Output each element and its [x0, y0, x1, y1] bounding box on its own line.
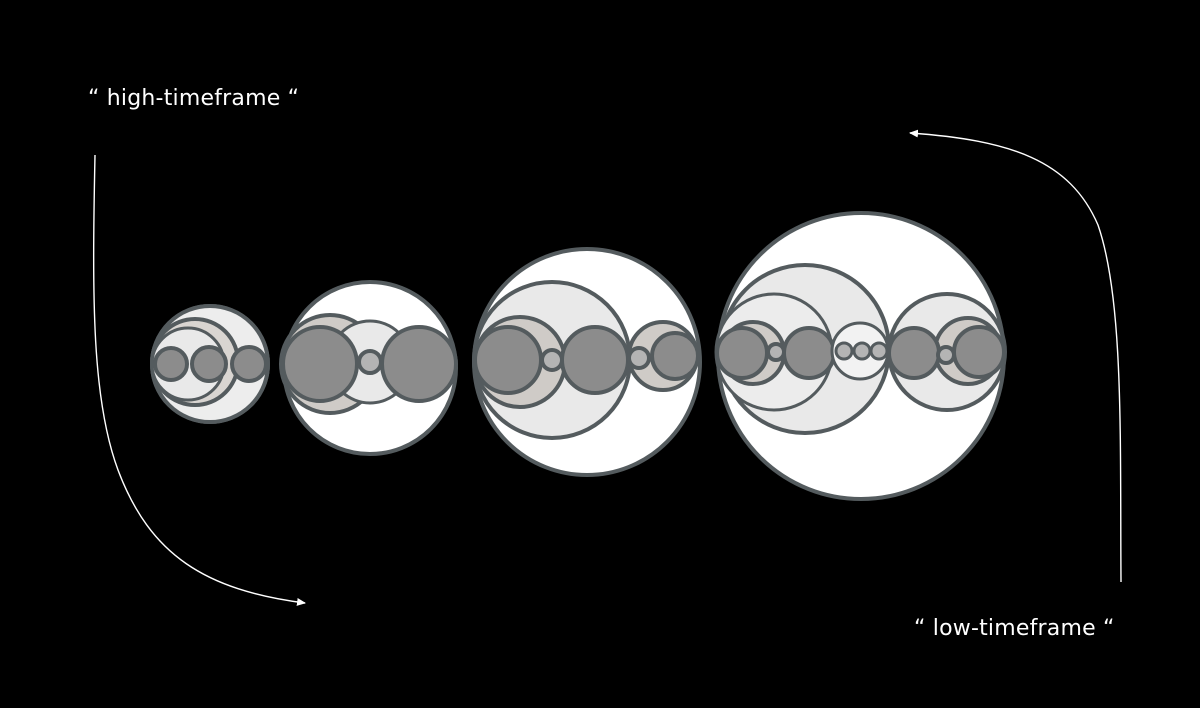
- low-timeframe-label: “ low-timeframe “: [914, 616, 1115, 641]
- solid-circle: [281, 325, 359, 403]
- high-timeframe-label: “ high-timeframe “: [88, 86, 300, 111]
- circle-group-4: [714, 211, 1007, 501]
- solid-circle: [715, 326, 769, 380]
- solid-circle: [834, 341, 854, 361]
- circle-group-3: [472, 247, 702, 477]
- solid-circle: [852, 341, 872, 361]
- circle-group-1: [150, 304, 270, 424]
- solid-circle: [380, 325, 458, 403]
- solid-circle: [357, 349, 383, 375]
- solid-circle: [936, 345, 956, 365]
- solid-circle: [782, 326, 836, 380]
- solid-circle: [650, 331, 700, 381]
- circle-groups: [150, 211, 1007, 501]
- solid-circle: [952, 325, 1006, 379]
- solid-circle: [230, 345, 268, 383]
- solid-circle: [153, 346, 189, 382]
- left-arrow: [92, 154, 306, 606]
- solid-circle: [560, 325, 630, 395]
- solid-circle: [869, 341, 889, 361]
- circle-group-2: [279, 280, 458, 456]
- solid-circle: [540, 348, 564, 372]
- solid-circle: [766, 342, 786, 362]
- solid-circle: [887, 326, 941, 380]
- solid-circle: [627, 346, 651, 370]
- solid-circle: [473, 325, 543, 395]
- right-arrow: [909, 129, 1122, 583]
- solid-circle: [190, 345, 228, 383]
